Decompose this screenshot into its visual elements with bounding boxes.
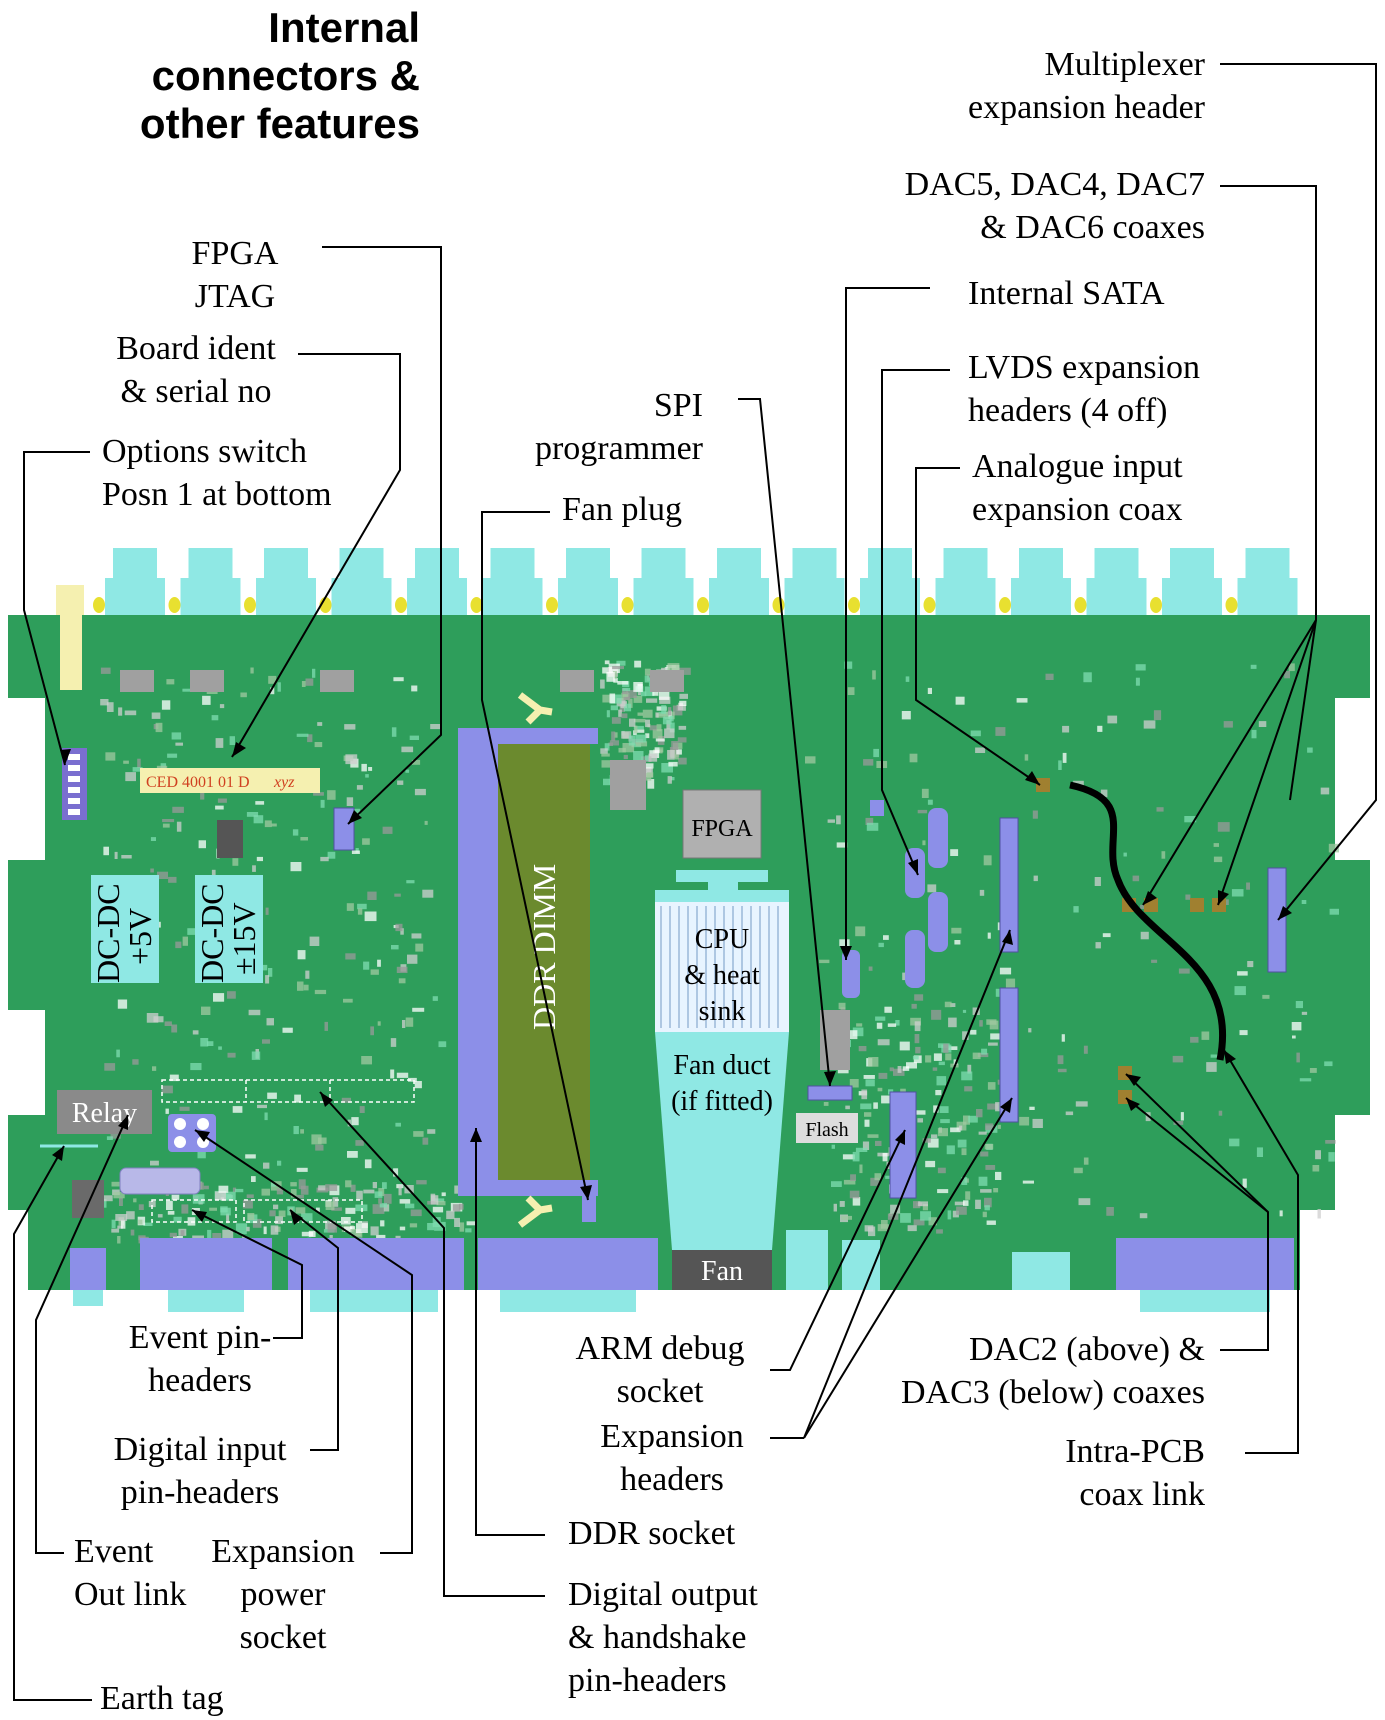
usb-connector	[786, 1230, 828, 1290]
fan-duct	[655, 1032, 789, 1250]
multiplexer-header	[1267, 867, 1287, 973]
label-event-pin-headers: Event pin- headers	[128, 1319, 272, 1399]
label-expansion-headers: Expansion headers	[600, 1418, 744, 1498]
dcdc-5v-label-1: DC-DC	[90, 883, 126, 983]
d-connector-1	[70, 1248, 106, 1290]
board-ident-sticker	[140, 768, 320, 793]
expansion-header-lower	[999, 987, 1019, 1123]
fan-plug	[582, 1196, 596, 1222]
label-fpga-jtag: FPGA JTAG	[191, 235, 279, 315]
d-connector-5	[1116, 1238, 1294, 1290]
bnc-connector	[792, 548, 837, 578]
ddr-socket	[458, 728, 498, 1196]
label-lvds: LVDS expansion headers (4 off)	[968, 349, 1201, 429]
bnc-connector	[1245, 548, 1290, 578]
bnc-connector	[113, 548, 157, 578]
bnc-connector	[490, 548, 535, 578]
diagram-title: Internal connectors & other features	[139, 4, 420, 147]
label-digital-input: Digital input pin-headers	[113, 1431, 287, 1511]
label-internal-sata: Internal SATA	[968, 275, 1165, 312]
bnc-connector	[1170, 548, 1214, 578]
expansion-power-socket	[168, 1114, 216, 1152]
bnc-connector	[264, 548, 308, 578]
bnc-connector	[339, 548, 384, 578]
bnc-connector	[641, 548, 686, 578]
bnc-connector	[1094, 548, 1139, 578]
fan	[672, 1250, 772, 1290]
bnc-connector	[868, 548, 912, 578]
label-digital-output: Digital output & handshake pin-headers	[568, 1576, 758, 1699]
bnc-connector	[415, 548, 459, 578]
expansion-header-upper	[999, 817, 1019, 953]
board-ident-text: CED 4001 01 D	[146, 774, 250, 791]
dcdc-5v-module	[91, 875, 159, 983]
dcdc-15v-label-1: DC-DC	[194, 883, 230, 983]
internal-sata	[842, 950, 860, 998]
options-switch-lever	[56, 585, 84, 615]
label-event-out: Event Out link	[74, 1533, 187, 1613]
svg-text:DC-DC±15V: DC-DC±15V	[194, 883, 262, 983]
label-earth-tag: Earth tag	[100, 1680, 224, 1717]
dcdc-15v-module	[195, 875, 263, 983]
fan-label: Fan	[701, 1256, 743, 1287]
bnc-connector	[1019, 548, 1063, 578]
arm-debug-socket	[889, 1091, 917, 1199]
dcdc-15v-label-2: ±15V	[226, 902, 262, 975]
label-fan-plug: Fan plug	[562, 491, 682, 528]
ddr-dimm-label: DDR DIMM	[526, 864, 562, 1030]
d-connector-3	[288, 1238, 464, 1290]
label-spi-programmer: SPI programmer	[534, 387, 703, 467]
label-dac23: DAC2 (above) & DAC3 (below) coaxes	[900, 1331, 1205, 1411]
label-expansion-power: Expansion power socket	[211, 1533, 355, 1656]
bnc-connector	[566, 548, 610, 578]
fpga-label: FPGA	[691, 816, 753, 842]
d-connector-4	[478, 1238, 658, 1290]
intra-pcb-coax-link	[1069, 781, 1226, 1061]
label-intra-pcb: Intra-PCB coax link	[1065, 1433, 1205, 1513]
label-multiplexer: Multiplexer expansion header	[968, 46, 1205, 126]
label-arm-debug: ARM debug socket	[575, 1330, 745, 1410]
svg-text:DC-DC+5V: DC-DC+5V	[90, 883, 158, 983]
bnc-connector	[717, 548, 761, 578]
fpga-jtag-header	[333, 807, 355, 851]
d-connector-2	[140, 1238, 272, 1290]
board-ident-suffix: xyz	[273, 774, 295, 791]
label-board-ident: Board ident & serial no	[116, 330, 276, 410]
flash-label: Flash	[805, 1119, 848, 1141]
spi-programmer-header	[807, 1085, 853, 1101]
label-dac5467: DAC5, DAC4, DAC7 & DAC6 coaxes	[904, 166, 1205, 246]
dcdc-5v-label-2: +5V	[122, 908, 158, 965]
bnc-connector	[188, 548, 233, 578]
bnc-connector	[943, 548, 988, 578]
label-analogue-input: Analogue input expansion coax	[972, 448, 1183, 528]
relay-label: Relay	[72, 1098, 137, 1129]
label-ddr-socket: DDR socket	[568, 1515, 736, 1552]
label-options-switch: Options switch Posn 1 at bottom	[102, 433, 332, 513]
